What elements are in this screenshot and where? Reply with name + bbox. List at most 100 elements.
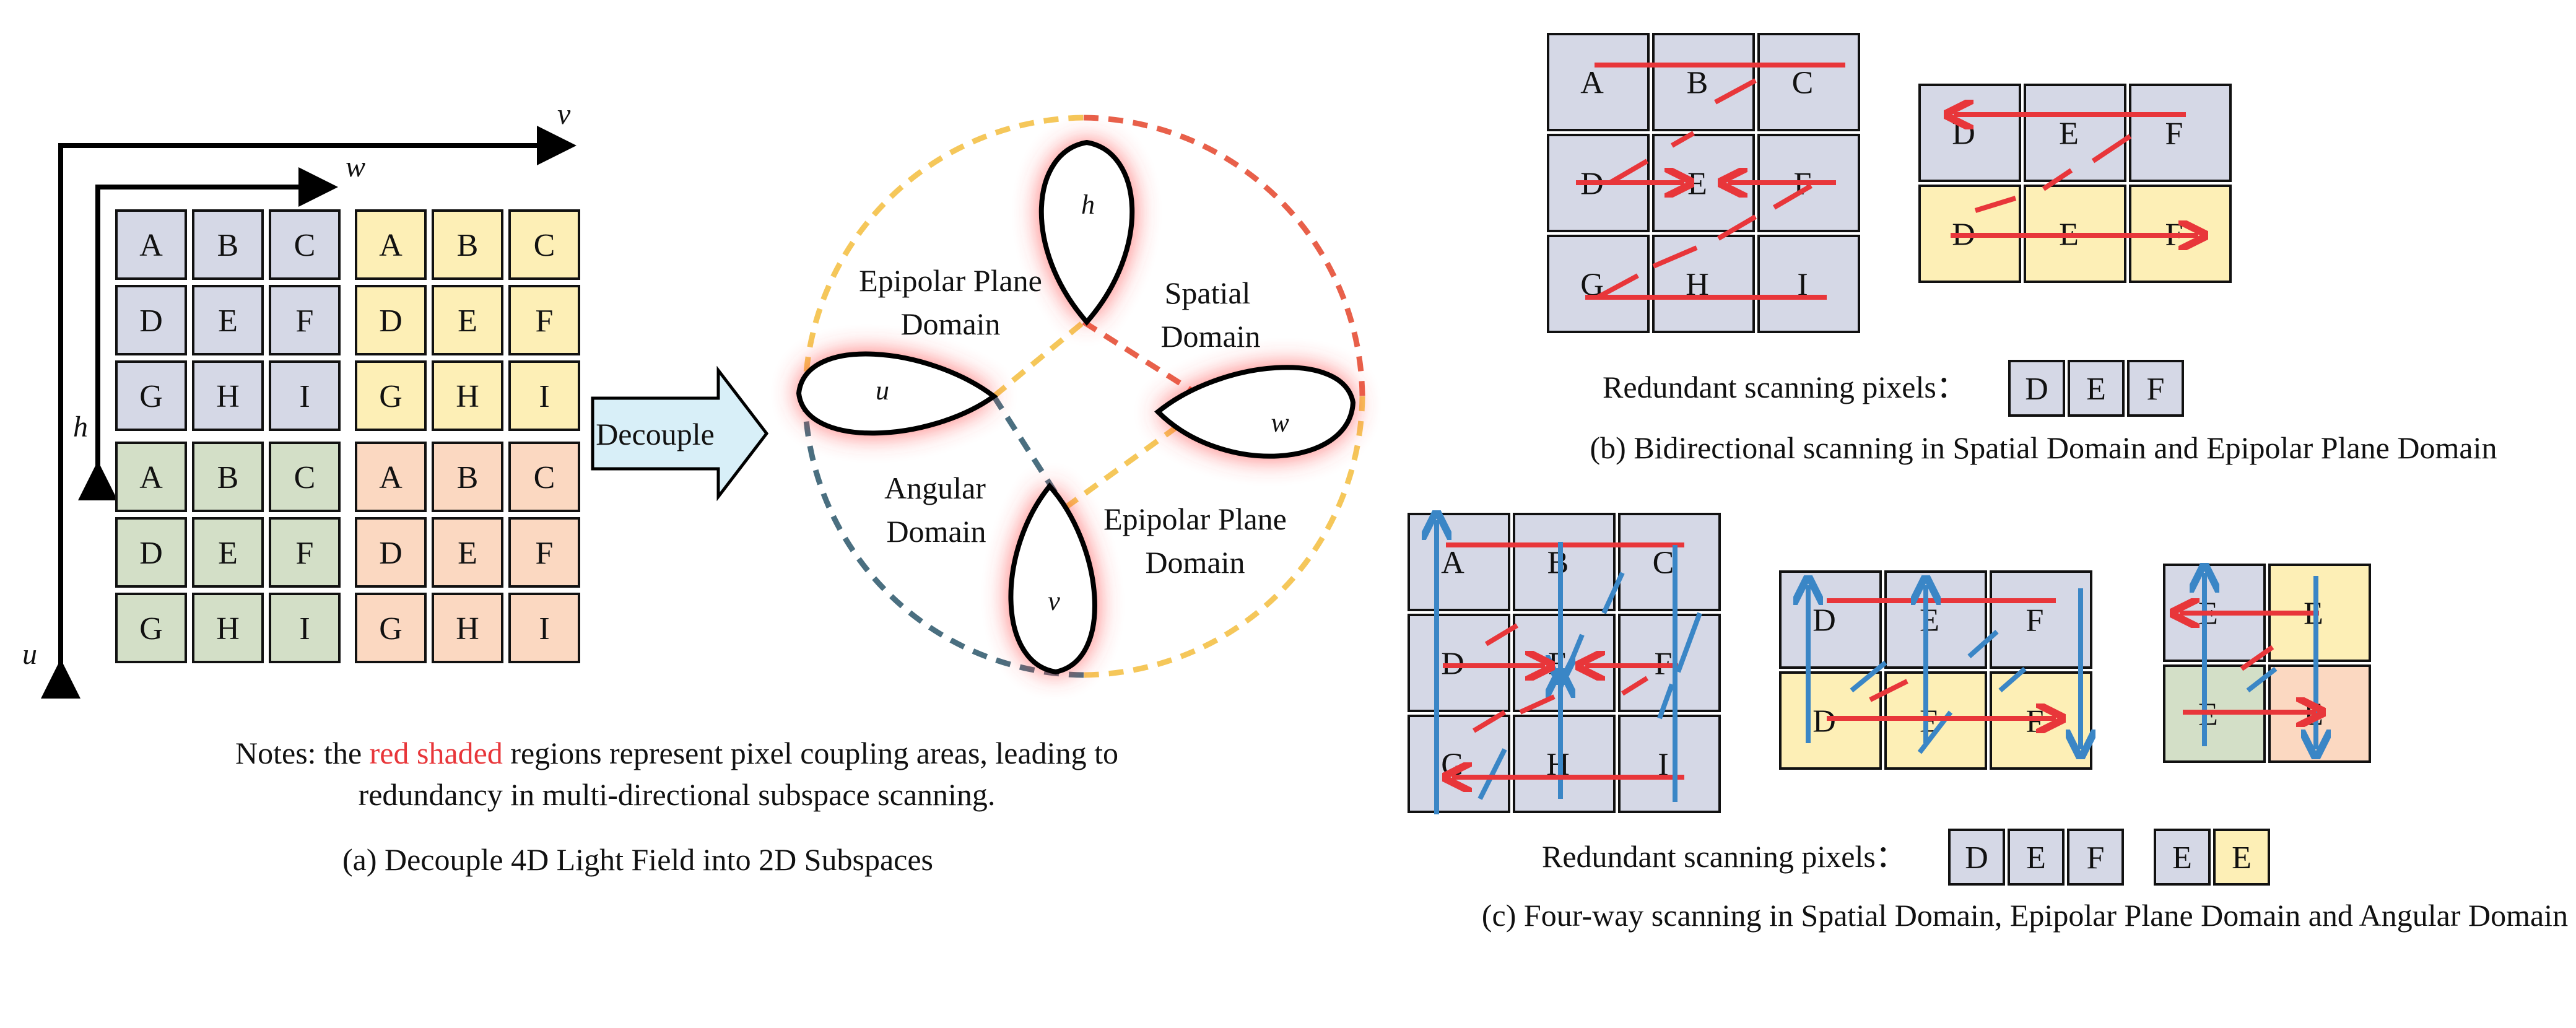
grid-cell: [115, 442, 187, 512]
grid-cell: [355, 442, 427, 512]
grid-cell: [1990, 570, 2092, 669]
grid-cell-letter: F: [2026, 704, 2044, 739]
domain-spatial-2: Domain: [1160, 319, 1260, 354]
grid-cell-letter: D: [2025, 372, 2048, 407]
redundant-cells-b: D E F: [2008, 360, 2184, 417]
grid-cell: [508, 517, 580, 588]
domain-epipolar-top-2: Domain: [900, 307, 1000, 341]
grid-cell-letter: A: [139, 228, 163, 263]
grid-cell: [508, 442, 580, 512]
grid-cell-letter: I: [539, 611, 549, 647]
grid-cell: [1757, 33, 1860, 131]
grid-cell: [355, 285, 427, 355]
grid-cell-letter: C: [1792, 66, 1814, 101]
grid-cell-letter: D: [1812, 704, 1836, 739]
grid-cell-letter: E: [1687, 167, 1707, 202]
grid-cell: [269, 517, 341, 588]
grid-cell-letter: E: [2086, 372, 2106, 407]
scan-arrows-c1: [1437, 520, 1702, 814]
grid-cell-letter: A: [379, 460, 402, 495]
grid-cell: [2154, 829, 2211, 886]
grid-cell-letter: D: [1812, 603, 1836, 638]
grid-cell-letter: H: [456, 611, 479, 647]
grid-cell-letter: I: [299, 379, 310, 414]
notes-highlight: red shaded: [370, 736, 503, 770]
grid-cell: [1408, 614, 1510, 712]
grid-cell: [1948, 829, 2005, 886]
caption-b: (b) Bidirectional scanning in Spatial Do…: [1590, 430, 2497, 465]
petal-h: h: [1038, 139, 1135, 326]
petal-label-v: v: [1048, 586, 1060, 616]
domain-spatial-1: Spatial: [1165, 276, 1251, 310]
notes-line-1: Notes: the red shaded regions represent …: [235, 736, 1118, 770]
grid-cell: [355, 593, 427, 663]
grid-cell-letter: F: [296, 536, 314, 571]
axis-arrows: v w h u: [22, 98, 577, 699]
grid-cell: [508, 593, 580, 663]
grid-cell: [432, 285, 503, 355]
domain-epipolar-top-1: Epipolar Plane: [859, 263, 1042, 298]
grid-cell: [2068, 360, 2125, 417]
grid-cell: [432, 442, 503, 512]
notes-line-2: redundancy in multi-directional subspace…: [359, 777, 996, 812]
grid-cell: [1513, 513, 1616, 611]
grid-cell-letter: B: [1687, 66, 1708, 101]
grid-cell: [1652, 33, 1755, 131]
grid-cell-letter: I: [299, 611, 310, 647]
grid-cell-letter: C: [534, 460, 555, 495]
grid-cell: [192, 209, 264, 280]
grid-cell: [2024, 84, 2126, 182]
axis-label-w: w: [346, 150, 365, 183]
grid-cell-letter: D: [1965, 840, 1988, 876]
grid-cell: [1652, 235, 1755, 333]
scan-arrows-b2: [1951, 115, 2198, 235]
grid-cell-letter: B: [217, 228, 239, 263]
grid-cell-letter: F: [2147, 372, 2165, 407]
caption-a: (a) Decouple 4D Light Field into 2D Subs…: [342, 842, 933, 877]
grid-cell: [269, 442, 341, 512]
grid-c-angular: EEEE: [2163, 564, 2371, 763]
grid-cell-letter: F: [2026, 603, 2044, 638]
grid-cell-letter: H: [456, 379, 479, 414]
grid-cell: [192, 360, 264, 431]
grid-cell-letter: F: [536, 536, 554, 571]
petal-label-h: h: [1081, 189, 1095, 220]
grid-cell: [192, 442, 264, 512]
grid-cell: [269, 593, 341, 663]
caption-c: (c) Four-way scanning in Spatial Domain,…: [1482, 898, 2568, 933]
grid-cell-letter: C: [1653, 546, 1674, 581]
grid-cell: [2129, 84, 2232, 182]
petal-label-u: u: [876, 375, 889, 406]
grid-cell: [432, 517, 503, 588]
grid-cell-letter: E: [458, 536, 477, 571]
scan-arrows-c3: [2180, 573, 2319, 749]
grid-cell-letter: G: [139, 379, 163, 414]
axis-w-h-arrow: [78, 167, 338, 500]
scan-arrows-c2: [1808, 585, 2081, 752]
grid-cell: [432, 593, 503, 663]
grid-cell: [2127, 360, 2184, 417]
grid-cell-letter: A: [139, 460, 163, 495]
grid-cell-letter: F: [2087, 840, 2105, 876]
axis-label-v: v: [557, 98, 571, 131]
petal-label-w: w: [1271, 407, 1289, 438]
grid-cell-letter: G: [379, 379, 402, 414]
grid-cell-letter: E: [2026, 840, 2046, 876]
domain-epipolar-bottom-1: Epipolar Plane: [1103, 502, 1287, 536]
axis-label-u: u: [22, 638, 37, 671]
grid-cell-letter: E: [458, 303, 477, 339]
grid-cell: [269, 360, 341, 431]
grid-cell-letter: E: [218, 303, 238, 339]
grid-cell: [1547, 235, 1650, 333]
domain-epipolar-bottom-2: Domain: [1145, 545, 1245, 580]
grid-cell: [192, 517, 264, 588]
grid-cell-letter: C: [294, 228, 316, 263]
grid-cell-letter: I: [539, 379, 549, 414]
grid-cell-letter: E: [2232, 840, 2252, 876]
